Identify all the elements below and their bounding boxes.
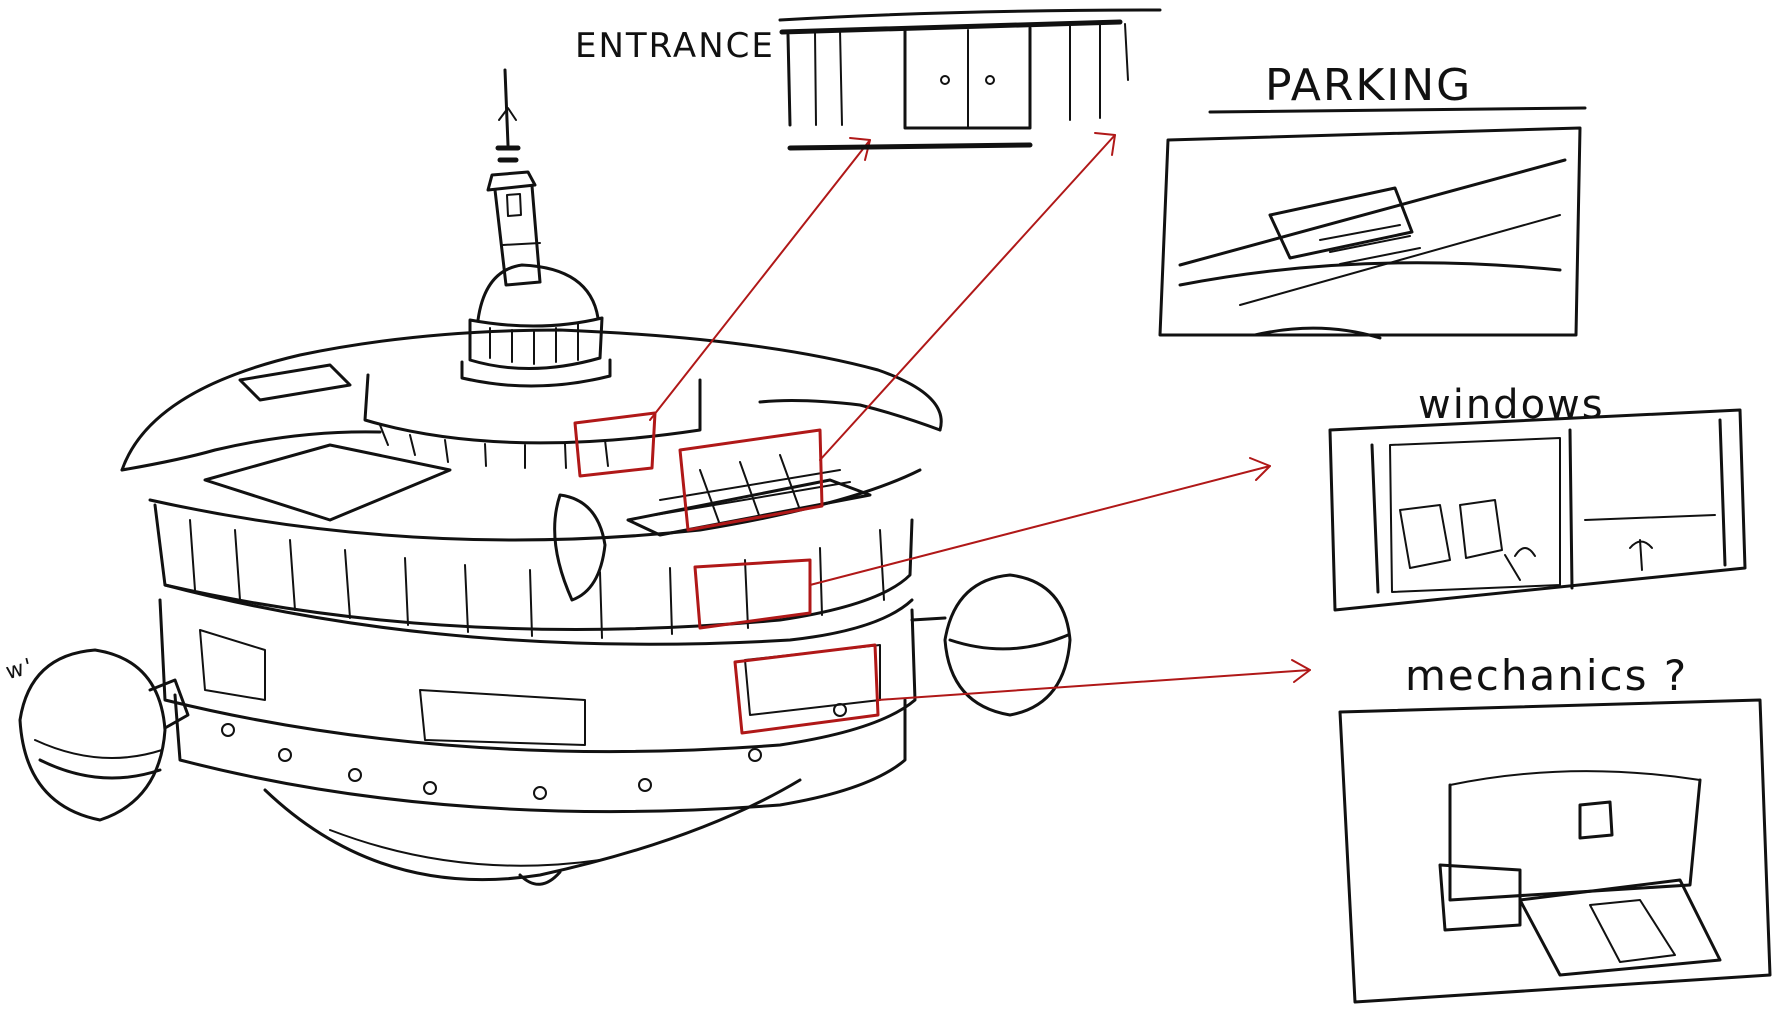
arrow-to-windows <box>809 457 1271 586</box>
tower <box>486 170 542 287</box>
window-band <box>153 503 914 646</box>
mechanics-label: mechanics ? <box>1405 651 1688 700</box>
right-engine-pod <box>910 573 1072 717</box>
windows-highlight-box <box>693 558 812 630</box>
dome <box>460 263 612 388</box>
lower-belt <box>158 598 917 814</box>
entrance-panel: ENTRANCE <box>575 8 1162 151</box>
left-engine-pod <box>18 648 190 822</box>
margin-scribble: w' <box>3 654 36 685</box>
antenna <box>495 68 521 163</box>
arrow-to-parking <box>819 132 1116 461</box>
entrance-label: ENTRANCE <box>575 26 775 66</box>
arrow-to-entrance <box>649 137 871 421</box>
parking-label: PARKING <box>1265 60 1472 111</box>
hull-bottom <box>263 778 802 886</box>
callout-highlights <box>573 411 880 735</box>
spaceship-building-sketch: w' <box>3 68 1072 886</box>
mechanics-panel: mechanics ? <box>1338 651 1772 1004</box>
parking-highlight-box <box>678 428 824 532</box>
mechanics-highlight-box <box>733 643 880 735</box>
parking-panel: PARKING <box>1158 60 1587 340</box>
entrance-highlight-box <box>573 411 657 478</box>
arrow-to-mechanics <box>877 659 1311 701</box>
callout-arrows <box>649 132 1311 701</box>
windows-panel: windows <box>1328 382 1747 612</box>
roof-deck <box>120 328 943 602</box>
